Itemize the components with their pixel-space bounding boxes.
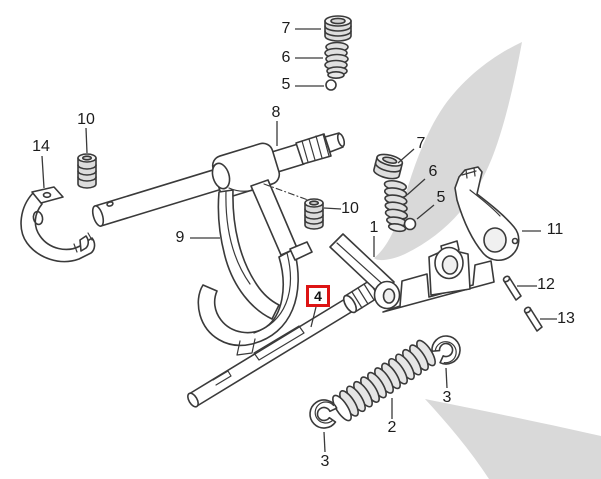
screw-plug-part10-middle [304,198,324,230]
detent-spring-part6-top [324,41,349,80]
part-label-12[interactable]: 12 [537,276,555,293]
detent-spring-part6-right [383,179,409,233]
detent-cap-part7-right [373,153,404,180]
support-bracket-part14 [20,186,96,263]
part-label-5-right[interactable]: 5 [436,189,446,206]
c-clip-part3-left [309,399,338,429]
part-label-5-top[interactable]: 5 [281,76,291,93]
highlighted-part-label-4[interactable]: 4 [306,285,330,307]
part-label-2[interactable]: 2 [387,419,397,436]
screw-plug-part10-left [77,153,97,189]
detent-ball-part5-right [403,217,417,231]
highlighted-part-number: 4 [314,288,322,304]
shift-fork-part9 [197,142,313,356]
selector-fork-part1 [329,233,495,313]
part-label-13[interactable]: 13 [557,310,575,327]
part-label-9[interactable]: 9 [175,229,185,246]
coil-spring-part2 [332,339,436,422]
pin-part13 [523,306,543,332]
part-label-1[interactable]: 1 [369,219,379,236]
part-label-3-left[interactable]: 3 [320,453,330,470]
pin-part12 [502,275,522,301]
part-label-14[interactable]: 14 [32,138,50,155]
background-swoosh-bottom [425,399,601,479]
background-swoosh-top [374,42,522,261]
reference-dash-line [263,183,309,201]
part-label-11[interactable]: 11 [546,221,564,238]
detent-ball-part5-top [325,79,337,91]
part-label-10-left[interactable]: 10 [77,111,95,128]
part-label-6-right[interactable]: 6 [428,163,438,180]
part-label-6-top[interactable]: 6 [281,49,291,66]
part-label-10-mid[interactable]: 10 [341,200,359,217]
detent-cap-part7-top [324,15,352,42]
selector-shaft-part4 [187,280,380,408]
part-label-7-top[interactable]: 7 [281,20,291,37]
part-label-3-right[interactable]: 3 [442,389,452,406]
part-label-7-right[interactable]: 7 [416,135,426,152]
relay-lever-part11 [454,166,520,262]
leader-lines [41,28,557,453]
part-label-8[interactable]: 8 [271,104,281,121]
